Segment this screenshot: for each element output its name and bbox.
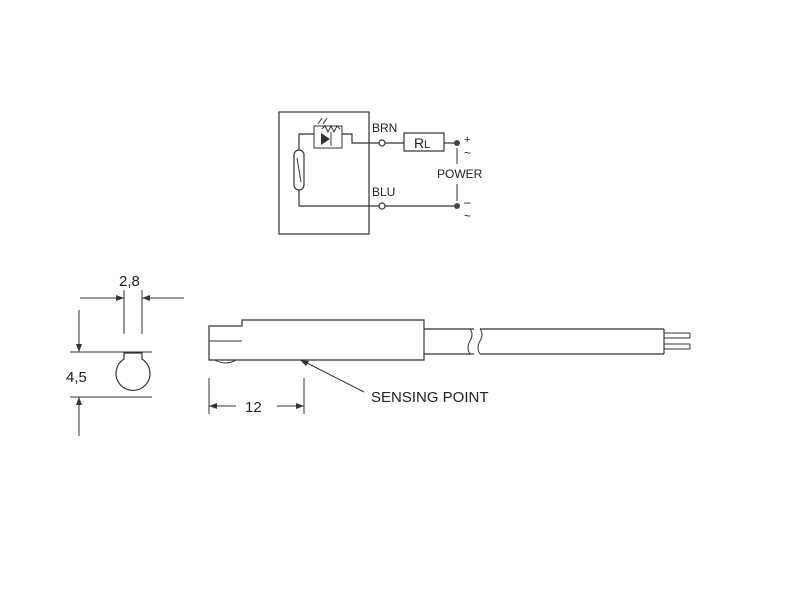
height-arrow-bottom: [76, 397, 82, 405]
internal-wire-top-right: [342, 133, 379, 144]
supply-node-positive: [454, 140, 460, 146]
cross-section-view: 2,8 4,5: [66, 273, 184, 436]
wire-label-blu: BLU: [372, 185, 395, 199]
led-resistor-icon: [313, 117, 343, 149]
ac-symbol-bottom: ~: [464, 209, 471, 223]
width-arrow-left: [116, 295, 124, 301]
sensing-point-label: SENSING POINT: [371, 389, 489, 406]
reed-blade: [296, 157, 302, 183]
internal-wire-bottom: [298, 190, 379, 207]
sensing-point-arrow: [300, 360, 309, 366]
side-view: 12 SENSING POINT: [208, 319, 691, 416]
circuit-diagram: BRN BLU R L + ~ POWER – ~: [278, 111, 483, 235]
wire-label-brn: BRN: [372, 121, 397, 135]
internal-wire-top-left: [298, 133, 314, 152]
ac-symbol-top: ~: [464, 146, 471, 160]
supply-node-negative: [454, 203, 460, 209]
sensor-body: [208, 319, 425, 361]
sensor-profile-icon: [115, 352, 151, 392]
height-arrow-top: [76, 344, 82, 352]
dimension-length-label: 12: [245, 399, 262, 416]
load-label-r: R: [414, 135, 424, 151]
length-arrow-right: [296, 403, 304, 409]
minus-sign: –: [464, 195, 471, 209]
load-label-l: L: [424, 139, 430, 151]
dimension-height-label: 4,5: [66, 369, 87, 386]
terminal-blu: [378, 202, 386, 210]
sensing-point-leader: [304, 361, 365, 393]
load-resistor-rl: [403, 132, 445, 152]
cable-break-left: [467, 328, 473, 355]
sensor-housing-box: [278, 111, 370, 235]
terminal-brn: [378, 139, 386, 147]
width-arrow-right: [142, 295, 150, 301]
dimension-width-label: 2,8: [119, 273, 140, 290]
power-label: POWER: [437, 167, 483, 181]
plus-sign: +: [464, 134, 470, 146]
sensor-body-notch: [214, 359, 237, 364]
cable-break-right: [477, 328, 483, 355]
length-arrow-left: [209, 403, 217, 409]
